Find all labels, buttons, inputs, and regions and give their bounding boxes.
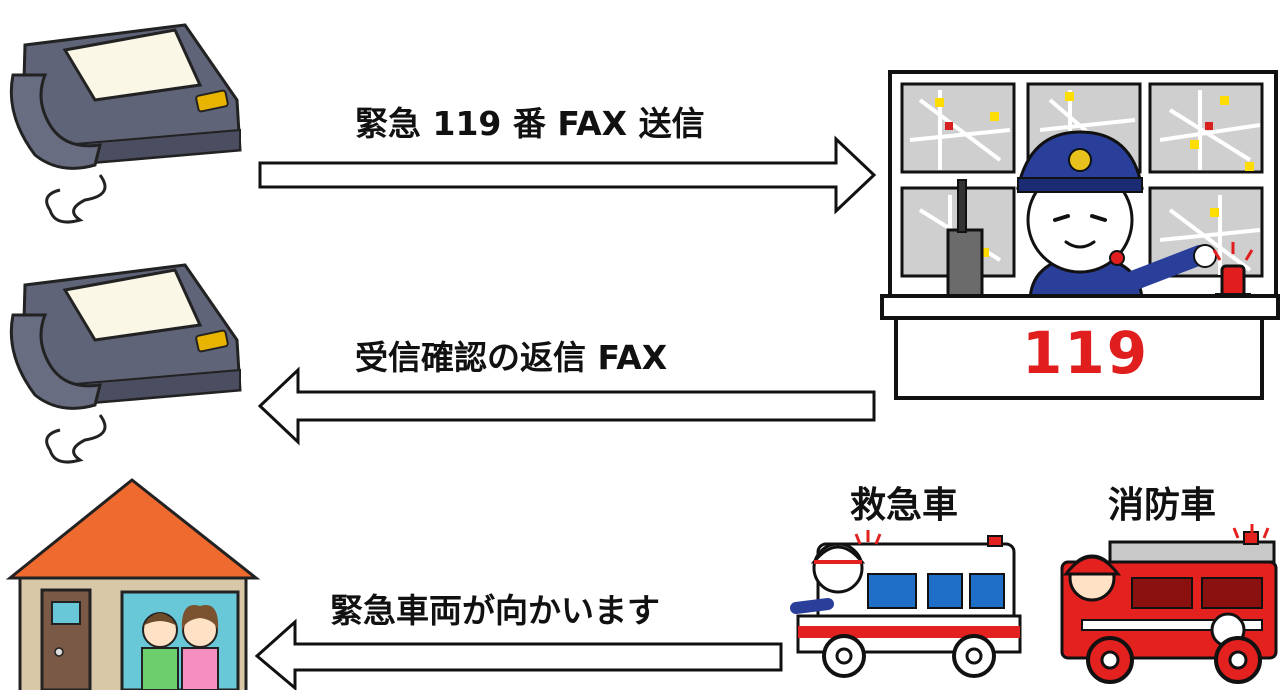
arrow-right-icon	[258, 135, 877, 215]
house-icon	[5, 478, 261, 690]
desk-number-label: 119	[1022, 319, 1150, 387]
fax-machine-receiver-icon	[9, 263, 242, 464]
fax-send-label: 緊急 119 番 FAX 送信	[355, 104, 705, 143]
fax-machine-sender-icon	[9, 23, 242, 224]
ambulance-icon	[790, 530, 1022, 678]
fax-reply-label: 受信確認の返信 FAX	[355, 338, 668, 377]
fire-engine-icon	[1060, 524, 1278, 684]
operator-icon	[1016, 130, 1217, 304]
dispatch-label: 緊急車両が向かいます	[330, 591, 660, 630]
arrow-left-icon	[257, 366, 876, 446]
dispatch-center-icon	[880, 70, 1280, 400]
fire-engine-label: 消防車	[1108, 485, 1217, 526]
ambulance-label: 救急車	[850, 485, 959, 526]
arrow-dispatch-icon	[254, 618, 783, 690]
